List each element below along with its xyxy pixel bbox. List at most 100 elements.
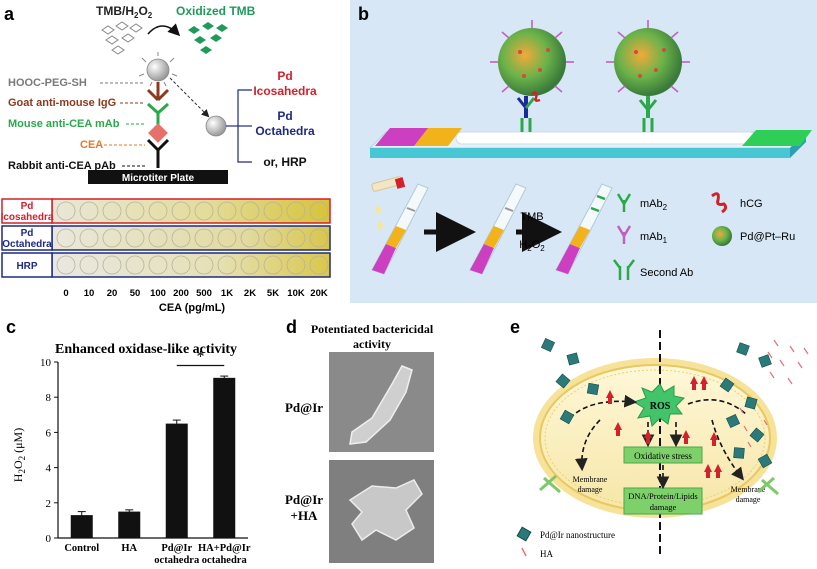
membrane-damage-left-line1: Membrane [573,475,608,484]
bar [213,377,236,538]
row-label-icosahedra-line2: Icosahedra [1,212,54,223]
x-tick-label: Control [64,543,99,554]
concentration-tick-label: 10K [287,288,305,299]
bacterium-intact-icon [349,365,413,445]
test-strip-2 [469,183,527,275]
legend-pdptru-label: Pd@Pt–Ru [740,231,795,243]
legend-second-ab-label: Second Ab [640,267,693,279]
nanoparticle-probe-1 [490,20,574,132]
legend-ha-label: HA [540,549,553,559]
legend-hcg-label: hCG [740,198,763,210]
concentration-tick-label: 0 [63,288,68,299]
plate-row-icosahedra [51,198,331,224]
x-tick-label-line2: octahedra [202,555,248,566]
sem-label-pdir-ha-line1: Pd@Ir [285,492,323,507]
oxidized-tmb-icon [188,22,228,54]
concentration-tick-label: 20 [107,288,118,299]
panel-b-letter: b [358,4,369,24]
concentration-tick-label: 200 [173,288,189,299]
oxidized-tmb-label: Oxidized TMB [176,4,256,18]
panel-b: b [350,0,817,303]
panel-d-title-line2: activity [353,337,391,351]
nanoparticle-icon [138,52,178,87]
y-tick-label: 0 [46,533,52,545]
label-cea: CEA [80,139,103,151]
panel-c: c Enhanced oxidase-like activity H2O2 (μ… [6,317,251,566]
panel-c-letter: c [6,317,16,337]
component-labels: HOOC-PEG-SH Goat anti-mouse IgG Mouse an… [8,77,145,172]
row-label-hrp: HRP [16,261,37,272]
legend-mab2-icon [616,193,632,212]
legend-mab1-label: mAb1 [640,231,668,245]
panel-d: d Potentiated bactericidal activity Pd@I… [285,317,434,563]
dna-damage-box [623,487,703,515]
label-peg: HOOC-PEG-SH [8,77,87,89]
tmb-step-label: TMB [520,211,543,223]
x-tick-label-line2: octahedra [154,555,200,566]
panel-b-legend: mAb2 mAb1 Second Ab hCG Pd@Pt–Ru [613,192,795,280]
plate-photo: Pd Icosahedra Pd Octahedra HRP [1,196,331,284]
wells [56,201,329,275]
option-pd-icosahedra-line1: Pd [277,69,292,83]
panel-e-letter: e [510,317,520,337]
panel-d-letter: d [286,317,297,337]
membrane-patch-icon [539,474,779,496]
y-tick-label: 8 [46,392,52,404]
microtiter-plate [88,170,228,184]
concentration-tick-label: 2K [244,288,256,299]
legend-hcg-icon [711,192,728,214]
option-pd-octahedra-line1: Pd [277,109,292,123]
legend-mab1-icon [616,225,632,244]
dna-damage-label-line2: damage [650,502,677,512]
legend-second-ab-icon [613,259,635,280]
increase-arrows-icon [606,376,722,478]
panel-e: e ROS Oxidative stress DNA/Protein/Lipid… [510,317,809,559]
catalyst-sphere-icon [205,115,227,137]
concentration-tick-label: 500 [196,288,212,299]
row-label-icosahedra-line1: Pd [21,201,34,212]
dashed-arrow-icon [169,77,210,118]
legend-pdir-label: Pd@Ir nanostructure [540,530,615,540]
option-pd-icosahedra-line2: Icosahedra [253,84,317,98]
option-pd-octahedra-line2: Octahedra [255,124,315,138]
x-tick-label: HA [121,543,137,554]
bar [118,511,141,538]
bacterium-damaged-icon [348,479,423,542]
concentration-tick-label: 20K [310,288,328,299]
nanoparticle-probe-2 [606,20,690,132]
legend-ha-icon [521,547,527,557]
membrane-damage-right-line2: damage [736,495,761,504]
legend-pdptru-icon [712,226,732,246]
dna-damage-label-line1: DNA/Protein/Lipids [628,491,697,501]
sem-label-pdir-ha-line2: +HA [291,508,319,523]
panel-a: a TMB/H2O2 Oxidized TMB [1,4,331,314]
oxidation-arrow-icon [147,23,181,37]
concentration-tick-label: 50 [130,288,141,299]
antibody-stack-icon [146,82,170,168]
chart-title: Enhanced oxidase-like activity [55,342,237,357]
test-strip-1 [371,183,429,275]
panel-d-title-line1: Potentiated bactericidal [311,322,434,336]
concentration-tick-label: 1K [221,288,233,299]
label-goat-igg: Goat anti-mouse IgG [8,97,116,109]
legend-pdir-icon [516,526,532,542]
tmb-label: TMB/H2O2 [96,4,153,20]
catalyst-options: Pd Icosahedra Pd Octahedra or, HRP [253,69,317,169]
y-tick-label: 2 [46,498,52,510]
concentration-axis-label: CEA (pg/mL) [159,302,226,314]
concentration-tick-label: 5K [267,288,279,299]
lateral-flow-strip [368,128,812,158]
tmb-molecules-icon [101,21,143,55]
label-mouse-mab: Mouse anti-CEA mAb [8,118,120,130]
pdir-nanostructures-icon [540,337,773,469]
significance-marker: * [197,349,205,366]
test-strip-3 [555,183,613,275]
sample-dropper-icon [371,176,406,230]
legend-mab2-label: mAb2 [640,198,668,212]
oxidative-stress-label: Oxidative stress [634,451,692,461]
membrane-damage-right-line1: Membrane [731,485,766,494]
row-label-octahedra-line1: Pd [21,228,34,239]
ha-molecules-icon [739,339,809,448]
